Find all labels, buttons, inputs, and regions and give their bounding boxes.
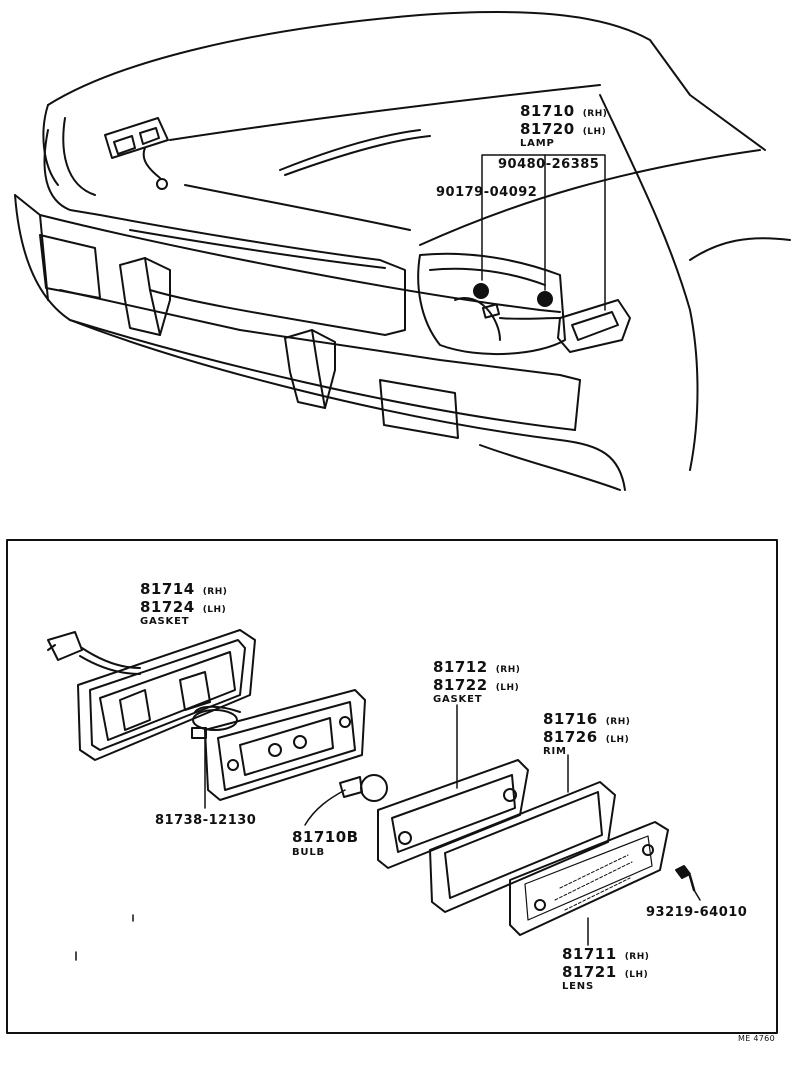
- lens: [509, 821, 669, 936]
- rim-lh-suffix: (LH): [605, 735, 630, 745]
- rim-rh-number: 81716: [543, 710, 598, 728]
- rear-gasket-callout: 81714 (RH) 81724 (LH) GASKET: [140, 581, 227, 627]
- lamp-callout: 81710 (RH) 81720 (LH) LAMP: [520, 103, 607, 149]
- nut-part-number: 90480-26385: [498, 157, 600, 172]
- rear-gasket-rh-number: 81714: [140, 580, 195, 598]
- rim-lh-number: 81726: [543, 728, 598, 746]
- exploded-view-frame: [6, 539, 778, 1034]
- rim: [429, 781, 616, 913]
- rim-name: RIM: [543, 746, 567, 757]
- exploded-view: [47, 629, 701, 961]
- front-gasket-rh-suffix: (RH): [495, 665, 521, 675]
- lens-name: LENS: [562, 981, 594, 992]
- front-gasket-callout: 81712 (RH) 81722 (LH) GASKET: [433, 659, 520, 705]
- car-front-view: [14, 11, 791, 491]
- screw-part-number: 90179-04092: [436, 185, 538, 200]
- lamp-lh-number: 81720: [520, 120, 575, 138]
- socket-part-number: 81738-12130: [155, 813, 257, 828]
- lamp-rh-number: 81710: [520, 102, 575, 120]
- lamp-lh-suffix: (LH): [582, 127, 607, 137]
- rear-gasket-rh-suffix: (RH): [202, 587, 228, 597]
- front-gasket-lh-number: 81722: [433, 676, 488, 694]
- bulb-callout: 81710B BULB: [292, 830, 359, 858]
- bulb-name: BULB: [292, 847, 325, 858]
- front-gasket-rh-number: 81712: [433, 658, 488, 676]
- bulb-part-number: 81710B: [292, 828, 359, 846]
- rear-gasket: [77, 629, 256, 761]
- lens-rh-suffix: (RH): [624, 952, 650, 962]
- lens-lh-number: 81721: [562, 963, 617, 981]
- front-gasket-lh-suffix: (LH): [495, 683, 520, 693]
- lens-screw-part-number: 93219-64010: [646, 905, 748, 920]
- rear-gasket-lh-suffix: (LH): [202, 605, 227, 615]
- lens-callout: 81711 (RH) 81721 (LH) LENS: [562, 946, 649, 992]
- lens-lh-suffix: (LH): [624, 970, 649, 980]
- lamp-body: [204, 689, 366, 801]
- lens-rh-number: 81711: [562, 945, 617, 963]
- lamp-rh-suffix: (RH): [582, 109, 608, 119]
- footer-code: ME 4760: [738, 1034, 775, 1043]
- rear-gasket-name: GASKET: [140, 616, 190, 627]
- rear-gasket-lh-number: 81724: [140, 598, 195, 616]
- rim-callout: 81716 (RH) 81726 (LH) RIM: [543, 711, 630, 757]
- front-gasket-name: GASKET: [433, 694, 483, 705]
- rim-rh-suffix: (RH): [605, 717, 631, 727]
- lamp-name: LAMP: [520, 138, 555, 149]
